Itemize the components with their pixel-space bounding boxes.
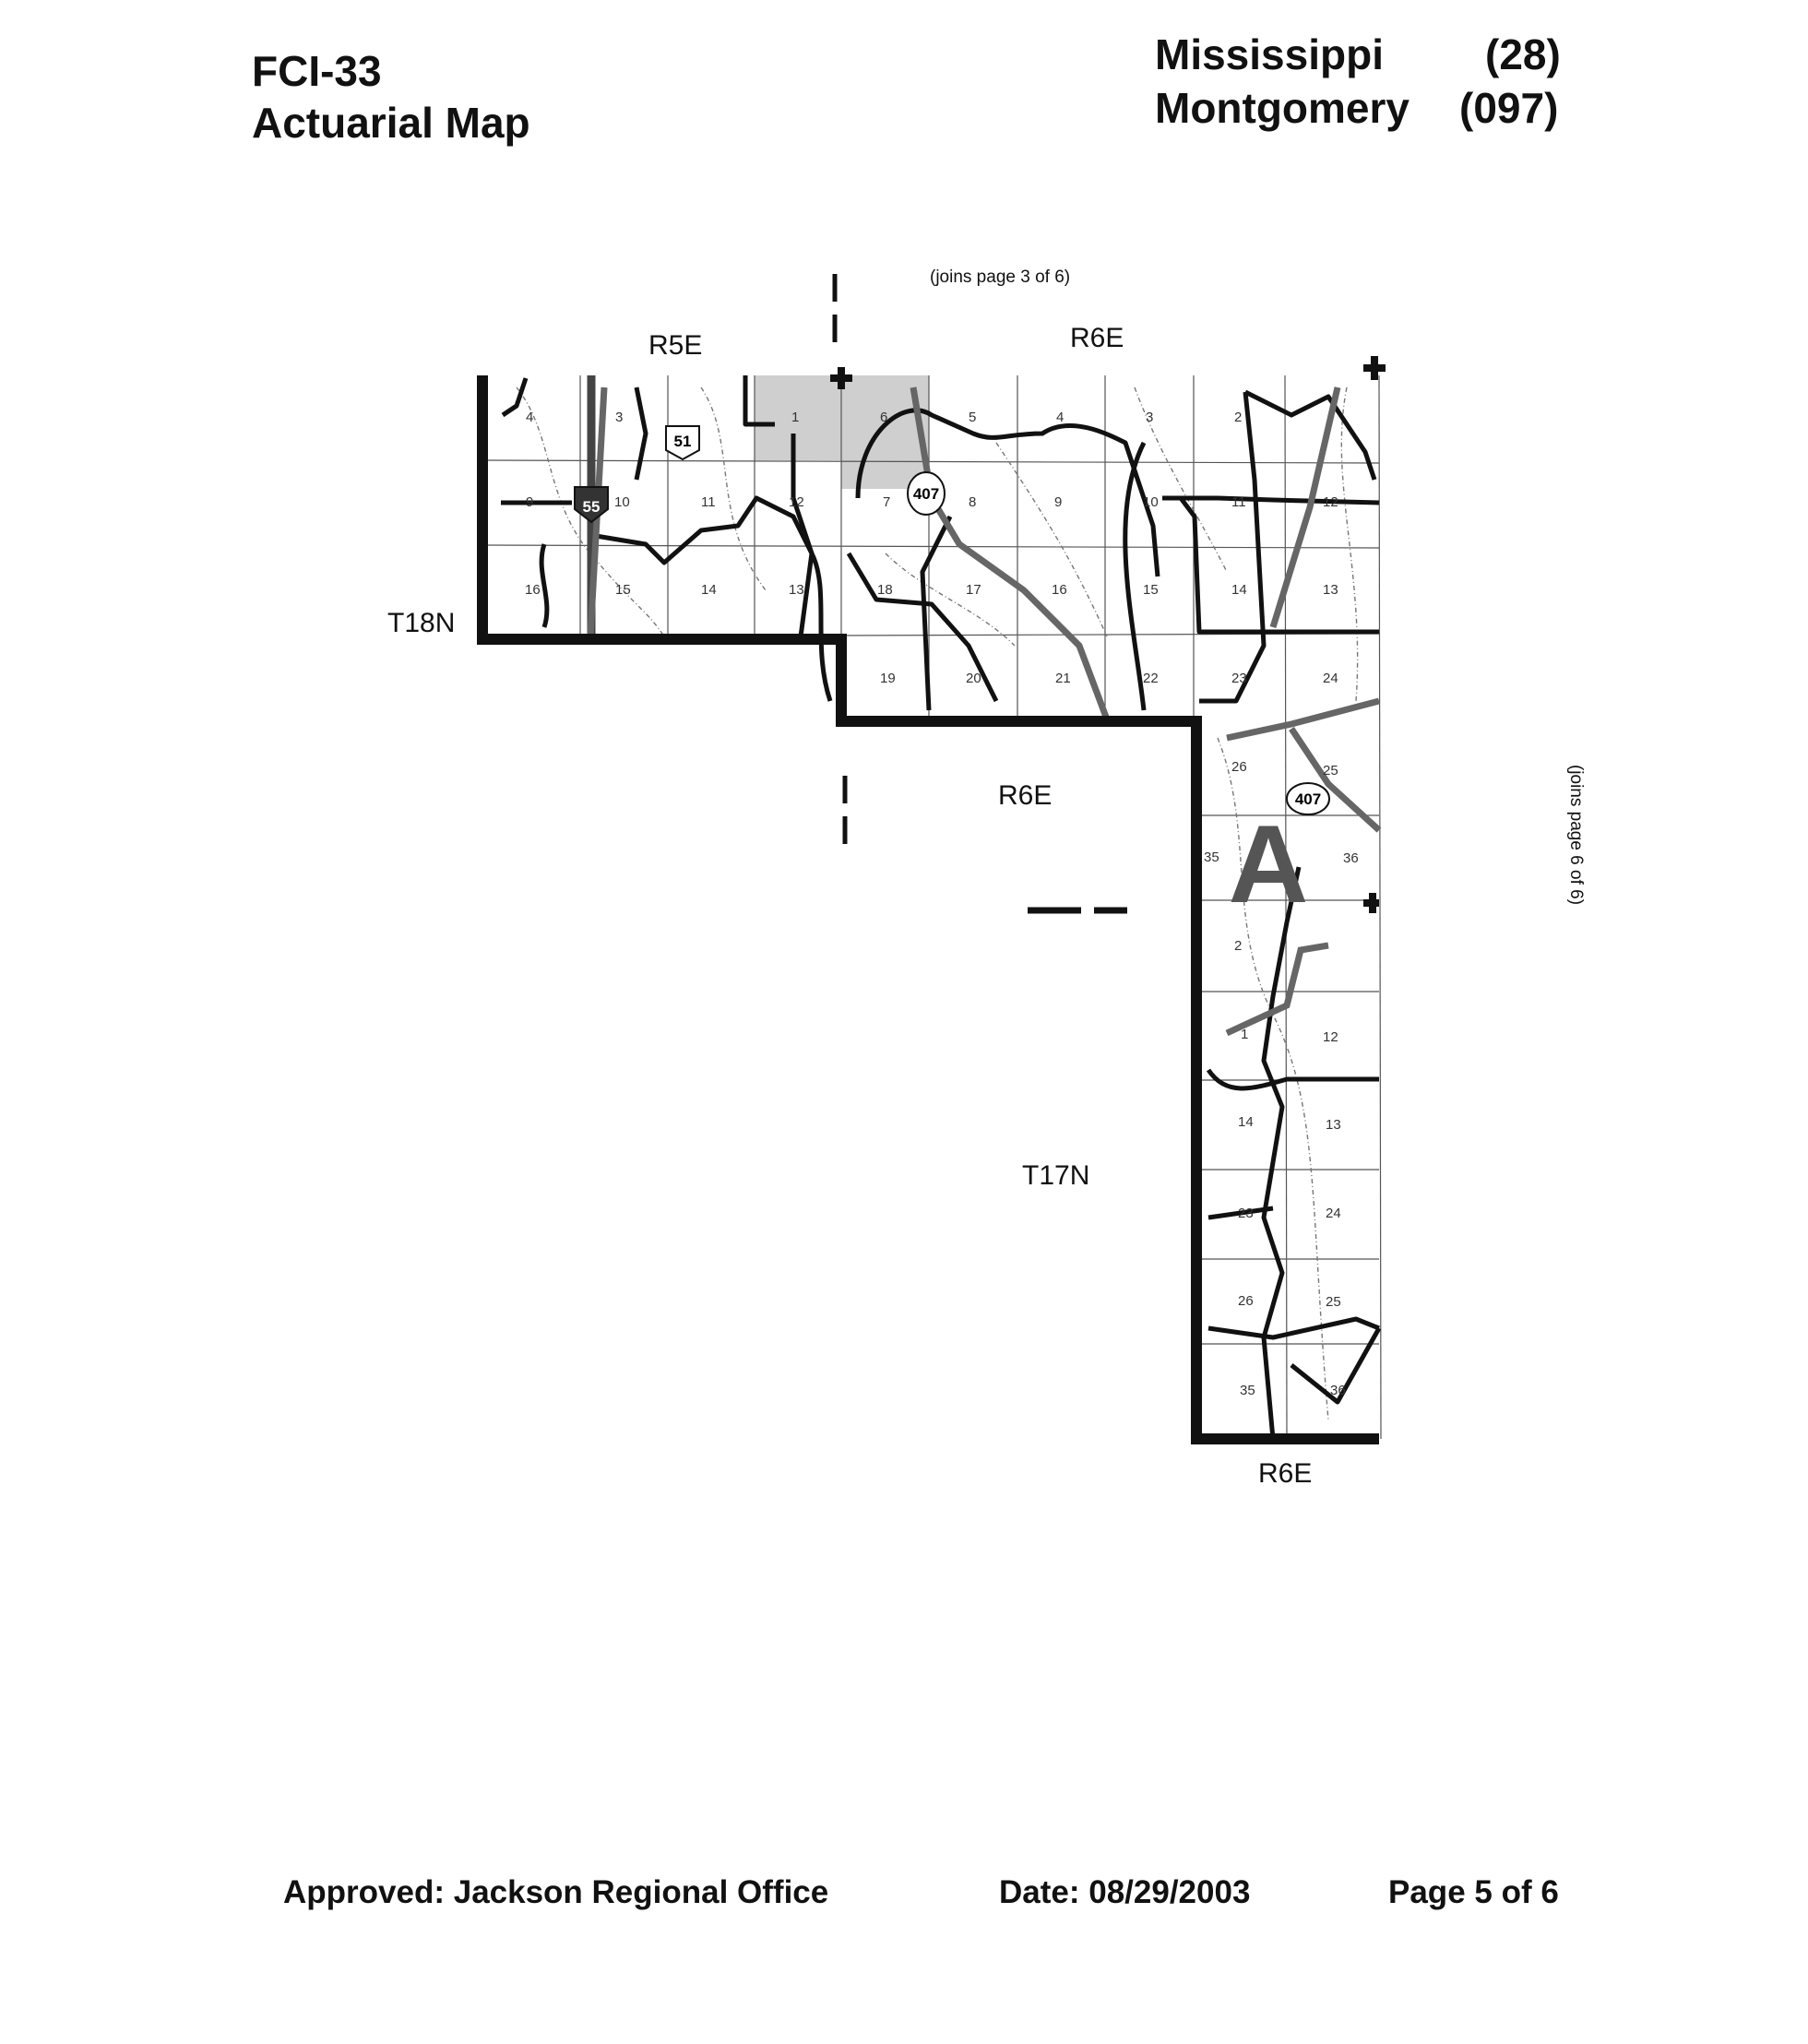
roads bbox=[501, 375, 1382, 1440]
section-number: 2 bbox=[1234, 938, 1242, 954]
map-type: Actuarial Map bbox=[252, 99, 530, 147]
section-number: 26 bbox=[1238, 1293, 1254, 1309]
section-number: 26 bbox=[1231, 759, 1247, 775]
section-number: 12 bbox=[1323, 494, 1338, 510]
section-number: 1 bbox=[1241, 1027, 1248, 1042]
section-number: 10 bbox=[614, 494, 630, 510]
section-number: 9 bbox=[526, 494, 533, 510]
section-number: 25 bbox=[1326, 1294, 1341, 1310]
township-label-t18n: T18N bbox=[387, 608, 456, 638]
section-number: 11 bbox=[1231, 494, 1246, 510]
county-boundary bbox=[477, 375, 1379, 1444]
creeks bbox=[516, 386, 1359, 1421]
highways bbox=[587, 375, 1382, 1037]
joins-top-label: (joins page 3 of 6) bbox=[930, 267, 1071, 287]
county-name: Montgomery bbox=[1155, 84, 1410, 132]
state-407-shield: 407 bbox=[907, 471, 946, 516]
section-number: 21 bbox=[1055, 671, 1071, 686]
section-number: 7 bbox=[883, 494, 890, 510]
section-number: 4 bbox=[1056, 410, 1064, 425]
range-label-r5e: R5E bbox=[648, 330, 703, 361]
section-number: 35 bbox=[1240, 1383, 1255, 1398]
section-number: 17 bbox=[966, 582, 981, 598]
approval-date: Date: 08/29/2003 bbox=[999, 1874, 1251, 1910]
section-number: 35 bbox=[1204, 850, 1219, 865]
section-number: 36 bbox=[1330, 1383, 1346, 1398]
section-number: 5 bbox=[969, 410, 976, 425]
state-407-shield: 407 bbox=[1286, 782, 1330, 815]
section-number: 15 bbox=[1143, 582, 1159, 598]
state-code: (28) bbox=[1485, 30, 1561, 78]
section-number: 24 bbox=[1323, 671, 1338, 686]
section-number: 19 bbox=[880, 671, 896, 686]
section-number: 22 bbox=[1143, 671, 1159, 686]
section-number: 24 bbox=[1326, 1206, 1341, 1221]
us-51-shield: 51 bbox=[665, 425, 700, 461]
section-number: 25 bbox=[1323, 763, 1338, 778]
section-number: 20 bbox=[966, 671, 981, 686]
range-label-r6e-bottom: R6E bbox=[1258, 1458, 1313, 1489]
section-number: 4 bbox=[526, 410, 533, 425]
section-number: 12 bbox=[1323, 1029, 1338, 1045]
section-number: 15 bbox=[615, 582, 631, 598]
section-number: 13 bbox=[1326, 1117, 1341, 1133]
section-number: 16 bbox=[1052, 582, 1067, 598]
joins-right-label: (joins page 6 of 6) bbox=[1566, 764, 1586, 906]
county-code: (097) bbox=[1459, 84, 1559, 132]
section-number: 2 bbox=[1234, 410, 1242, 425]
form-id: FCI-33 bbox=[252, 47, 382, 95]
interstate-55-shield: 55 bbox=[574, 486, 609, 524]
section-number: 13 bbox=[789, 582, 804, 598]
page-number: Page 5 of 6 bbox=[1388, 1874, 1559, 1910]
section-number: 3 bbox=[1146, 410, 1153, 425]
section-number: 12 bbox=[789, 494, 804, 510]
section-number: 10 bbox=[1143, 494, 1159, 510]
section-number: 16 bbox=[525, 582, 541, 598]
range-label-r6e-top: R6E bbox=[1070, 323, 1124, 353]
area-label: A bbox=[1229, 802, 1309, 926]
state-name: Mississippi bbox=[1155, 30, 1384, 78]
township-label-t17n: T17N bbox=[1022, 1160, 1090, 1191]
section-number: 13 bbox=[1323, 582, 1338, 598]
join-dashes bbox=[832, 274, 1127, 914]
section-number: 11 bbox=[701, 494, 716, 510]
section-number: 6 bbox=[880, 410, 887, 425]
section-number: 23 bbox=[1231, 671, 1247, 686]
section-number: 8 bbox=[969, 494, 976, 510]
svg-text:407: 407 bbox=[913, 485, 939, 503]
section-number: 36 bbox=[1343, 850, 1359, 866]
section-number: 9 bbox=[1054, 494, 1062, 510]
section-numbers: 4 3 1 6 5 4 3 2 9 10 11 12 7 8 9 10 11 1… bbox=[525, 410, 1359, 1398]
range-label-r6e-middle: R6E bbox=[998, 780, 1053, 811]
section-number: 14 bbox=[1231, 582, 1247, 598]
section-number: 1 bbox=[791, 410, 799, 425]
svg-text:55: 55 bbox=[583, 498, 601, 516]
svg-text:51: 51 bbox=[674, 433, 692, 450]
section-number: 3 bbox=[615, 410, 623, 425]
approved-by: Approved: Jackson Regional Office bbox=[283, 1874, 829, 1910]
section-number: 18 bbox=[877, 582, 893, 598]
section-number: 14 bbox=[1238, 1114, 1254, 1130]
section-number: 14 bbox=[701, 582, 717, 598]
svg-text:407: 407 bbox=[1295, 790, 1321, 808]
corner-crosses bbox=[830, 356, 1386, 913]
section-number: 23 bbox=[1238, 1206, 1254, 1221]
